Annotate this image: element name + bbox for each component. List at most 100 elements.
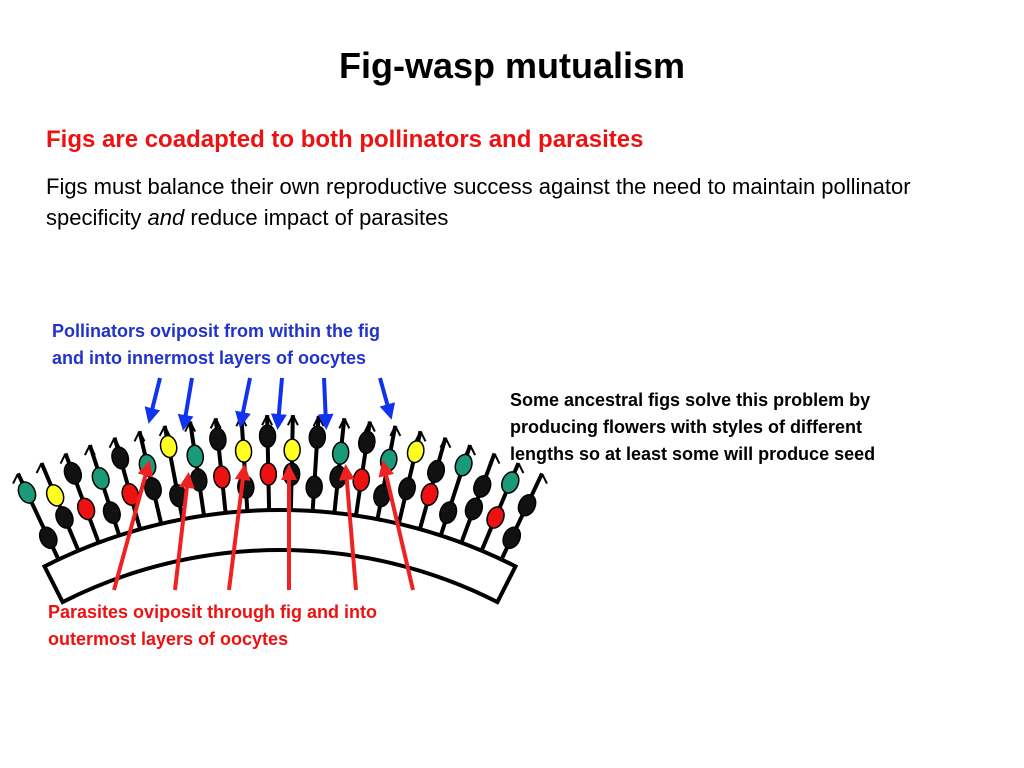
- pollinator-label: Pollinators oviposit from within the fig…: [52, 318, 492, 372]
- ovule: [305, 475, 323, 499]
- ovule: [501, 471, 520, 494]
- slide-subtitle: Figs are coadapted to both pollinators a…: [46, 126, 644, 153]
- pollinator-arrow: [378, 377, 396, 420]
- ovule: [486, 506, 505, 529]
- style-tip: [64, 453, 72, 465]
- parasite-label: Parasites oviposit through fig and into …: [48, 599, 488, 653]
- pollinator-arrow: [144, 377, 162, 424]
- ovule: [420, 482, 439, 507]
- pollinator-label-line1: Pollinators oviposit from within the fig: [52, 321, 380, 341]
- style-tip: [394, 425, 402, 437]
- ovule: [55, 506, 74, 529]
- ovule: [454, 453, 473, 477]
- style-tip: [35, 462, 43, 474]
- side-note-line3: lengths so at least some will produce se…: [510, 444, 876, 464]
- style-tip: [138, 430, 146, 442]
- style-tip: [40, 462, 48, 474]
- style-tip: [158, 425, 166, 437]
- ovule: [398, 477, 416, 501]
- style-tip: [291, 414, 299, 426]
- ovule: [259, 462, 278, 486]
- body-text-part2: reduce impact of parasites: [184, 205, 449, 230]
- pollinator-arrow: [270, 377, 287, 430]
- style-tip: [113, 437, 121, 449]
- style-tip: [261, 414, 269, 426]
- side-note: Some ancestral figs solve this problem b…: [510, 387, 990, 468]
- ovule: [121, 482, 140, 507]
- ovule: [102, 501, 121, 525]
- ovule: [352, 468, 371, 492]
- ovule: [91, 466, 110, 490]
- pollinator-arrow: [317, 377, 334, 430]
- style-tip: [108, 437, 116, 449]
- parasite-arrow: [112, 460, 154, 591]
- style-tip: [209, 417, 217, 429]
- style-tip: [88, 444, 96, 456]
- ovule: [76, 497, 96, 521]
- pollinator-arrow: [235, 377, 252, 428]
- pollinator-arrow: [177, 377, 194, 431]
- style-tip: [338, 417, 346, 429]
- ovules: [17, 424, 537, 550]
- side-note-line1: Some ancestral figs solve this problem b…: [510, 390, 871, 410]
- ovule: [38, 526, 58, 550]
- ovule: [329, 465, 347, 489]
- side-note-line2: producing flowers with styles of differe…: [510, 417, 863, 437]
- pollinator-label-line2: and into innermost layers of oocytes: [52, 348, 367, 368]
- style-tip: [133, 430, 141, 442]
- ovule: [517, 493, 537, 517]
- ovule: [159, 434, 178, 459]
- parasite-arrow: [173, 472, 195, 591]
- ovule: [439, 501, 458, 525]
- ovule: [144, 477, 162, 501]
- style-tip: [83, 444, 91, 456]
- style-tip: [419, 430, 427, 442]
- ovule: [45, 484, 65, 507]
- ovule: [357, 430, 376, 455]
- style-tip: [439, 437, 447, 449]
- parasite-label-line2: outermost layers of oocytes: [48, 629, 289, 649]
- pollinator-arrows: [144, 377, 396, 431]
- style-tip: [214, 417, 222, 429]
- ovule: [209, 427, 227, 451]
- ovule: [308, 425, 327, 449]
- style-tip: [286, 414, 294, 426]
- style-tip: [363, 421, 371, 433]
- ovule: [17, 481, 37, 504]
- style-tip: [469, 444, 477, 456]
- style-tip: [493, 453, 501, 465]
- slide-title: Fig-wasp mutualism: [338, 45, 686, 86]
- ovule: [379, 448, 398, 472]
- body-paragraph: Figs must balance their own reproductive…: [46, 171, 986, 233]
- ovule: [111, 446, 130, 470]
- ovule: [63, 461, 83, 485]
- style-tip: [488, 453, 496, 465]
- style-tip: [368, 421, 376, 433]
- style-tip: [414, 430, 422, 442]
- ovule: [213, 465, 231, 489]
- style-tip: [12, 473, 19, 485]
- parasite-arrows: [112, 460, 415, 591]
- ovule: [502, 526, 522, 550]
- parasite-arrow: [378, 460, 415, 591]
- style-tip: [464, 444, 472, 456]
- ovule: [464, 497, 484, 521]
- ovule: [189, 468, 208, 492]
- parasite-label-line1: Parasites oviposit through fig and into: [48, 602, 378, 622]
- body-emphasis: and: [147, 205, 185, 230]
- style-tip: [444, 437, 452, 449]
- ovule: [406, 440, 425, 464]
- ovule: [186, 444, 205, 468]
- ovule: [473, 474, 492, 498]
- style-tip: [389, 425, 397, 437]
- ovule: [283, 438, 301, 462]
- style-tip: [59, 453, 67, 465]
- style-tip: [536, 473, 543, 485]
- ovule: [427, 459, 446, 483]
- style-tip: [163, 425, 171, 437]
- ovule: [258, 424, 277, 448]
- parasite-arrow: [338, 464, 358, 591]
- parasite-arrow: [227, 464, 251, 591]
- body-text-part1: Figs must balance their own reproductive…: [46, 174, 911, 230]
- style-tip: [541, 473, 548, 485]
